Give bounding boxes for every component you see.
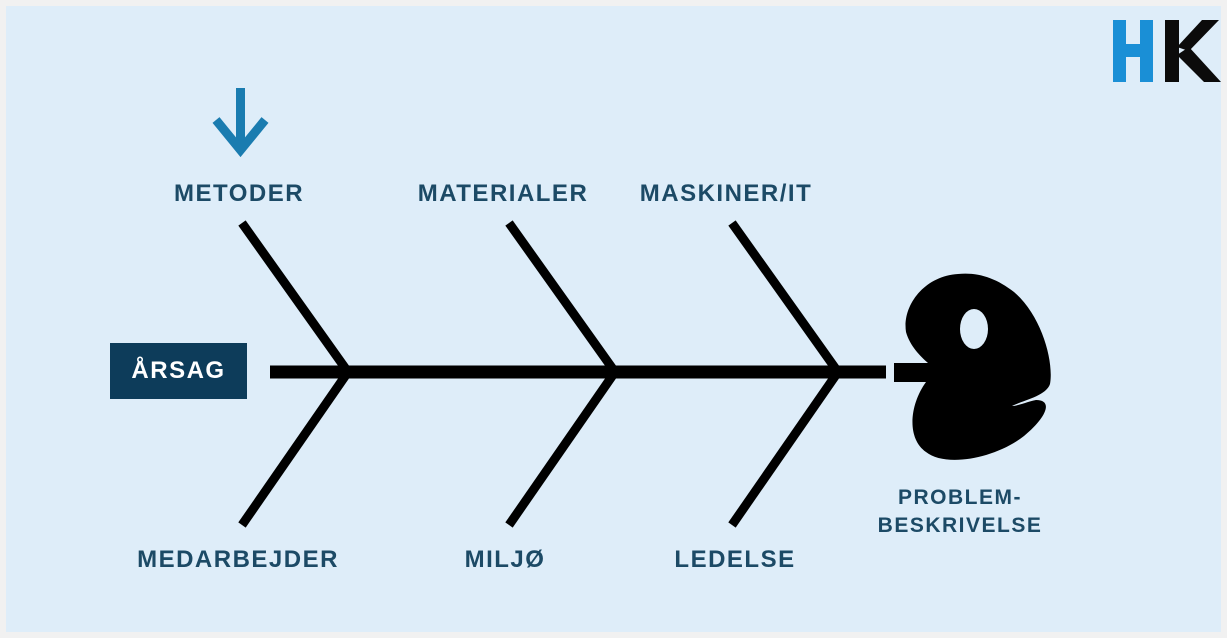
bone-metoder [238,220,352,375]
category-medarbejder: MEDARBEJDER [137,546,339,573]
category-miljo: MILJØ [464,546,546,573]
category-materialer: MATERIALER [417,180,589,207]
category-maskiner-it: MASKINER/IT [639,180,813,207]
bone-maskiner [728,220,842,375]
fish-head-icon [894,273,1051,460]
problem-label-line1: PROBLEM- [897,486,1022,509]
bone-medarbejder [238,369,352,528]
problem-description-label: PROBLEM- BESKRIVELSE [878,484,1043,540]
fishbone-skeleton [238,220,1051,528]
fish-eye [960,309,988,349]
bone-materialer [505,220,619,375]
fishbone-diagram: ÅRSAG METODER MATERIALER MASKINER/IT MED… [6,6,1221,632]
problem-label-line2: BESKRIVELSE [877,514,1043,537]
hk-logo [1113,20,1221,82]
cause-label-box: ÅRSAG [110,343,247,399]
cause-label: ÅRSAG [131,357,226,384]
category-ledelse: LEDELSE [674,546,796,573]
bone-miljo [505,369,619,528]
bone-ledelse [728,369,842,528]
arrow-down-icon [212,88,269,158]
category-metoder: METODER [173,180,305,207]
